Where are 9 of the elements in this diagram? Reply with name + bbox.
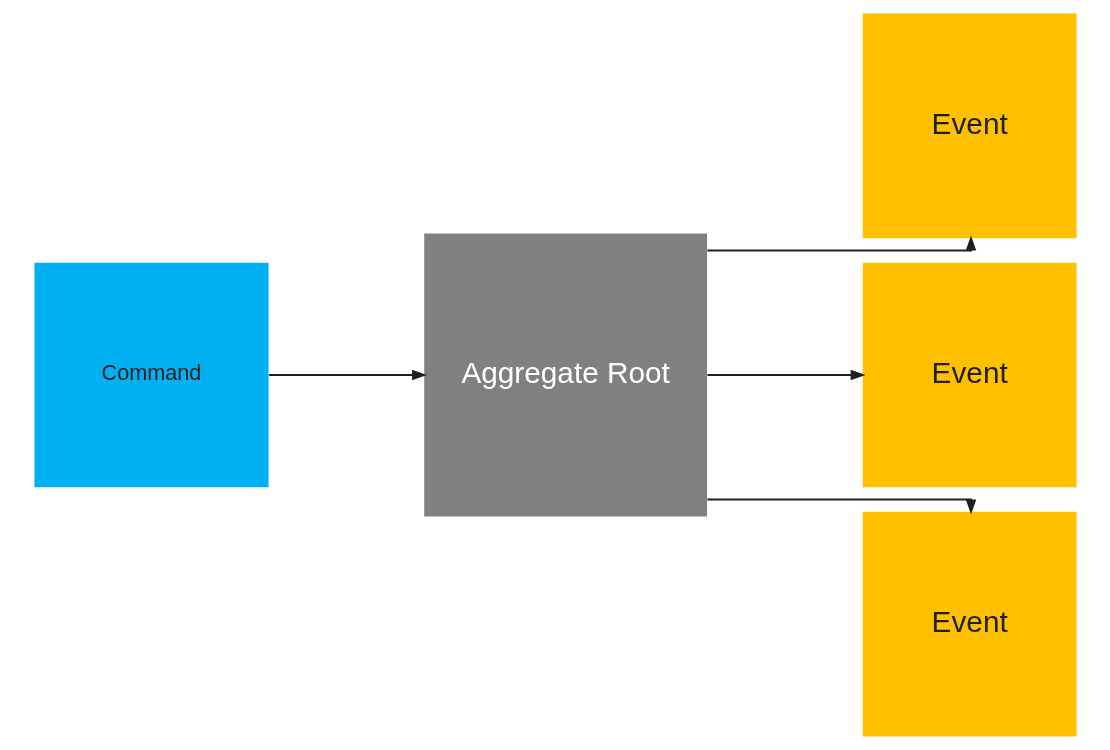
node-box: Event [862, 13, 1077, 239]
arrow [706, 498, 976, 515]
arrow [706, 235, 976, 252]
arrow [268, 369, 427, 381]
node-box: Aggregate Root [423, 233, 707, 517]
node-box: Command [33, 262, 269, 488]
arrow [707, 369, 866, 381]
node-box: Event [862, 262, 1077, 488]
node-box: Event [862, 511, 1077, 737]
